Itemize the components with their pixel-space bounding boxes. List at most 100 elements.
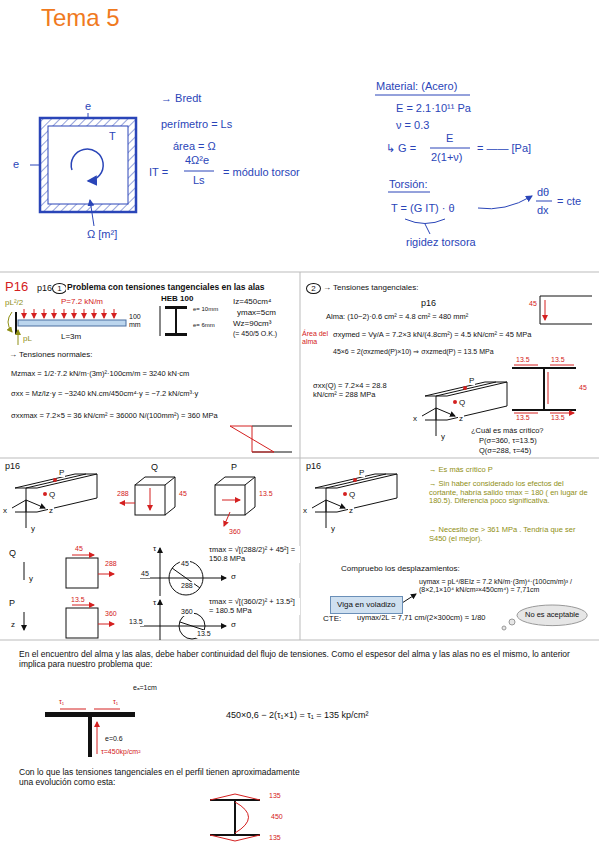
note-text: Ω [m²]	[86, 228, 118, 241]
note-text: σxx = Mz/Iz·y = −3240 kN.cm/450cm⁴·y = −…	[10, 390, 199, 399]
note-text: E	[445, 132, 454, 145]
load-arrow	[104, 309, 105, 318]
note-text: z	[10, 620, 16, 629]
note-text: Alma: (10−2)·0.6 cm² = 4.8 cm² = 480 mm²	[325, 313, 469, 322]
load-arrow	[94, 309, 95, 318]
note-text: Con lo que las tensiones tangenciales en…	[18, 768, 310, 788]
cantilever-beam	[8, 306, 292, 452]
note-text: e= 10mm	[192, 306, 219, 313]
note-text: 13.5	[128, 618, 144, 626]
note-text: Mzmax = 1/2·7.2 kN/m·(3m)²·100cm/m = 324…	[10, 370, 190, 379]
note-text: 288	[104, 560, 118, 568]
note-text: x	[302, 506, 308, 515]
note-text: σxymed = Vy/A = 7.2×3 kN/(4.8cm²) = 4.5 …	[332, 331, 532, 340]
note-text: 360	[228, 528, 242, 536]
note-text: Q	[8, 548, 17, 558]
note-text: → Sin haber considerado los efectos del …	[428, 480, 595, 506]
note-text: T = (G IT) · θ	[390, 202, 456, 215]
note-text: y	[330, 524, 336, 533]
note-text: P	[230, 462, 238, 472]
note-text: σ	[230, 620, 237, 629]
note-text: Q	[458, 398, 466, 407]
note-text: HEB 100	[160, 294, 194, 303]
load-arrow	[44, 309, 45, 318]
note-text: pL	[22, 334, 33, 343]
callout-cloud: No es aceptable	[516, 604, 589, 627]
note-text: 135	[268, 834, 282, 842]
note-text: 13.5	[70, 596, 86, 604]
note-text: 45	[528, 300, 538, 308]
note-text: y	[28, 574, 34, 583]
note-text: dθ	[536, 186, 550, 199]
note-text: x	[2, 506, 8, 515]
note-text: P16	[4, 280, 29, 295]
note-text: 360	[180, 608, 194, 616]
note-text: → Tensiones tangenciales:	[322, 283, 419, 292]
note-text: y	[440, 432, 446, 441]
note-text: Iz=450cm⁴	[232, 297, 272, 306]
note-text: Material: (Acero)	[375, 80, 458, 93]
note-text: y	[30, 524, 36, 533]
note-text: σxx(Q) = 7.2×4 = 28.8 kN/cm² = 288 MPa	[312, 382, 409, 399]
note-text: = —— [Pa]	[476, 142, 532, 155]
load-arrow	[34, 309, 35, 318]
note-text: e=0.6	[104, 735, 124, 743]
note-text: 450×0,6 − 2(τ₁×1) = τ₁ = 135 kp/cm²	[225, 710, 370, 720]
note-text: ↳ G =	[385, 142, 417, 155]
load-arrow	[54, 309, 55, 318]
note-text: 2	[306, 283, 321, 294]
note-text: Q	[348, 490, 356, 499]
note-text: P	[58, 468, 65, 477]
note-text: ν = 0.3	[395, 119, 430, 132]
note-text: e	[84, 100, 92, 113]
note-text: τ	[152, 544, 157, 553]
note-text: τ	[152, 598, 157, 607]
note-text: 100 mm	[128, 313, 154, 329]
note-text: 288	[180, 582, 194, 590]
note-text: 13.5	[550, 414, 566, 422]
note-text: rigidez torsora	[405, 236, 477, 249]
note-text: p16	[305, 461, 322, 471]
note-text: e= 6mm	[192, 322, 216, 329]
note-text: 45	[578, 384, 588, 392]
note-text: p16	[4, 461, 21, 471]
note-text: L=3m	[60, 332, 82, 341]
note-text: e	[12, 158, 20, 171]
note-text: Problema con tensiones tangenciales en l…	[66, 283, 265, 293]
note-text: 45	[140, 570, 150, 578]
note-text: Ls	[192, 174, 206, 187]
node-text: Viga en voladizo	[337, 600, 396, 609]
note-text: σ	[230, 572, 237, 581]
note-text: = cte	[556, 195, 582, 208]
note-text: 360	[104, 610, 118, 618]
note-text: 13.5	[515, 356, 531, 364]
note-text: z	[458, 414, 464, 423]
note-text: dx	[536, 204, 550, 217]
note-text: CTE:	[322, 614, 342, 623]
note-text: uymax = pL⁴/8EIz = 7.2 kN/m·(3m)⁴·(100cm…	[418, 578, 598, 594]
note-text: τ₁	[112, 698, 119, 706]
note-text: perímetro = Ls	[160, 118, 233, 131]
note-text: T	[108, 130, 117, 143]
note-text: Área del alma	[301, 330, 331, 346]
note-text: p16	[420, 298, 437, 308]
note-text: 288	[116, 490, 130, 498]
note-text: En el encuentro del alma y las alas, deb…	[18, 650, 580, 670]
note-text: 45	[180, 560, 190, 568]
note-text: Q(σ=288, τ=45)	[478, 447, 532, 456]
note-text: ¿Cuál es más crítico?	[470, 427, 545, 436]
load-arrow	[24, 309, 25, 318]
note-text: → Necesito σe > 361 MPa . Tendría que se…	[428, 526, 595, 543]
note-text: τ₁	[58, 698, 65, 706]
note-text: τmax = √[(360/2)² + 13.5²] = 180.5 MPa	[208, 598, 300, 615]
note-text: 45×6 = 2(σxzmed(P)×10) ⇒ σxzmed(P) = 13.…	[332, 348, 495, 356]
note-text: eₐ=1cm	[132, 684, 158, 692]
page-title: Tema 5	[40, 4, 121, 32]
load-arrow	[74, 309, 75, 318]
note-text: 13.5	[196, 630, 212, 638]
deflection-notes	[402, 594, 515, 630]
node-text: No es aceptable	[525, 611, 580, 620]
note-text: 1	[52, 283, 67, 294]
